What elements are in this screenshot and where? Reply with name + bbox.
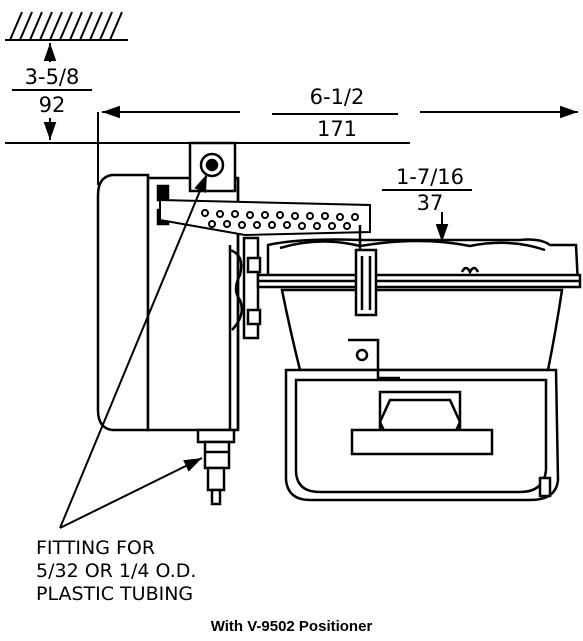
callout-line-1: FITTING FOR [36, 537, 155, 559]
mounting-plate [229, 236, 262, 340]
feedback-linkage [348, 225, 400, 380]
callout-line-2: 5/32 OR 1/4 O.D. [36, 560, 196, 582]
offset-dimension [382, 189, 472, 242]
actuator-body [256, 238, 582, 502]
width-mm-label: 171 [317, 117, 357, 141]
figure-caption: With V-9502 Positioner [210, 618, 373, 635]
callout-line-3: PLASTIC TUBING [36, 583, 193, 605]
clearance-inch-label: 3-5/8 [25, 65, 80, 89]
offset-mm-label: 37 [417, 191, 444, 215]
callout-leaders [59, 173, 208, 529]
width-dimension [97, 105, 578, 185]
bottom-fitting [196, 428, 236, 506]
width-inch-label: 6-1/2 [310, 85, 365, 109]
offset-inch-label: 1-7/16 [396, 165, 464, 189]
fitting-block [188, 141, 237, 193]
ceiling-hatch [5, 11, 128, 41]
clearance-mm-label: 92 [39, 93, 66, 117]
perforated-bracket [159, 198, 371, 237]
